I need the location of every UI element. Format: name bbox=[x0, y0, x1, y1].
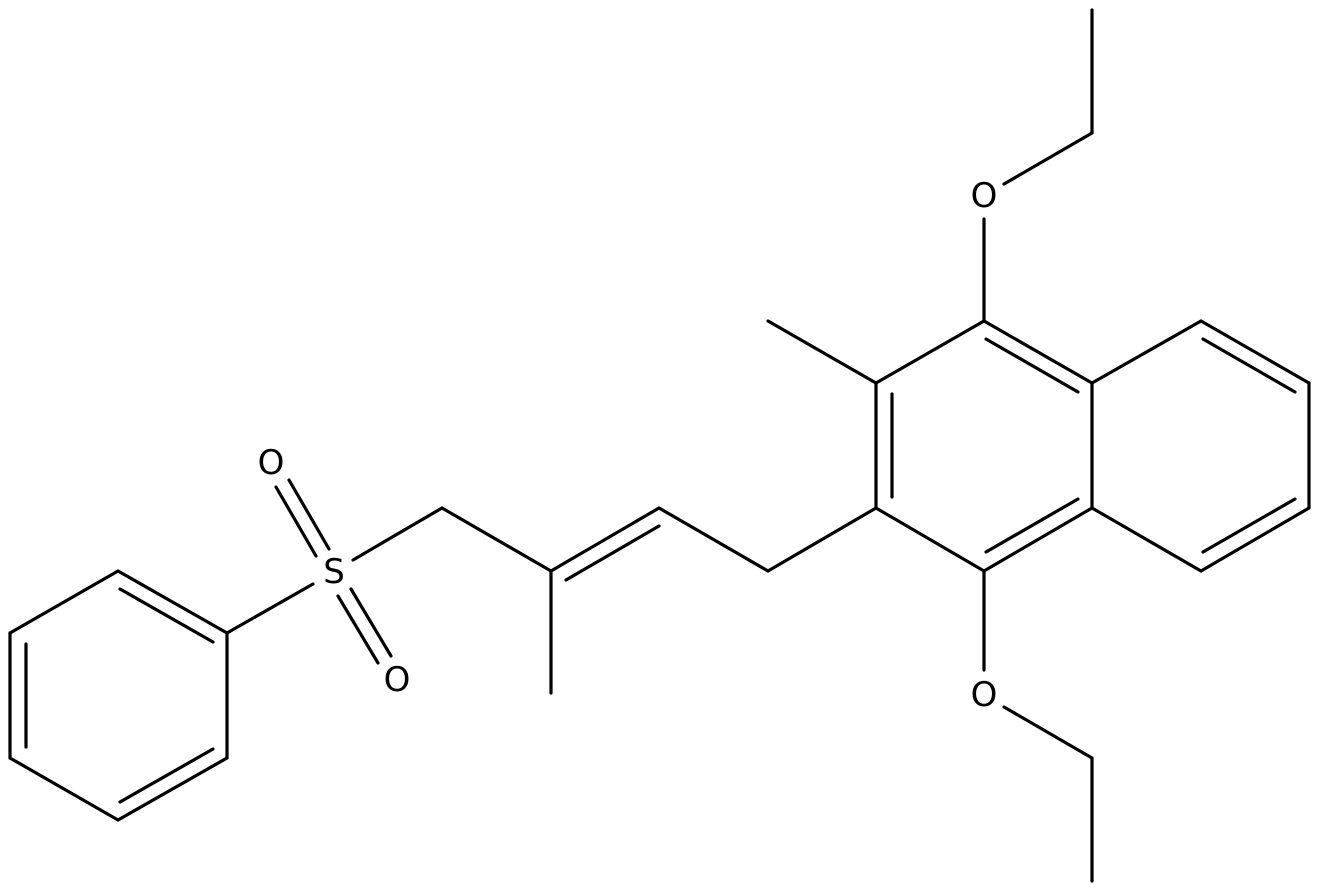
sulfonyl-oxygen-top-label: O bbox=[258, 443, 285, 483]
phenyl-double-bond-inner bbox=[118, 587, 215, 644]
ethoxy-top: O bbox=[971, 8, 1094, 323]
sulfur-atom-label: S bbox=[323, 552, 345, 592]
ring-bond bbox=[982, 319, 1094, 385]
phenyl-bond bbox=[8, 569, 120, 635]
ether-oxygen-top-label: O bbox=[971, 176, 998, 216]
chain-bond bbox=[657, 506, 770, 573]
s-o-double-bond-bottom-b bbox=[349, 587, 393, 658]
phenyl-bond bbox=[116, 569, 229, 635]
ethoxy-bottom: O bbox=[971, 569, 1094, 883]
phenyl-sulfur-bond bbox=[225, 582, 315, 635]
oxygen-ethyl-bond bbox=[1002, 131, 1094, 186]
ring-double-bond-inner bbox=[1201, 497, 1297, 554]
ring-bond bbox=[874, 319, 986, 385]
s-o-double-bond-bottom-a bbox=[336, 594, 380, 665]
ring-bond bbox=[874, 506, 986, 573]
sulfonyl-oxygen-bottom-label: O bbox=[384, 660, 411, 700]
ring-double-bond-inner bbox=[984, 337, 1080, 394]
chain-to-naphthalene-bond bbox=[766, 506, 878, 573]
phenyl-bond bbox=[8, 756, 120, 822]
ring-methyl-bond bbox=[766, 319, 878, 385]
chain-double-bond-inner bbox=[564, 524, 661, 582]
ring-double-bond-inner bbox=[1201, 337, 1297, 394]
s-o-double-bond-top-a bbox=[274, 485, 318, 558]
s-o-double-bond-top-b bbox=[287, 478, 331, 551]
ring-bond bbox=[982, 506, 1094, 573]
ring-bond bbox=[1090, 319, 1203, 385]
phenyl-bond bbox=[116, 756, 229, 822]
chain-double-bond-outer bbox=[549, 506, 661, 573]
ring-bond bbox=[1090, 506, 1203, 573]
ring-bond bbox=[1199, 319, 1311, 385]
phenyl-ring bbox=[8, 569, 229, 822]
phenyl-double-bond-inner bbox=[118, 747, 215, 804]
oxygen-ethyl-bond bbox=[1002, 705, 1094, 760]
chain-bond bbox=[440, 506, 553, 573]
sulfonyl-group: S O O bbox=[225, 443, 444, 700]
naphthalene-core bbox=[766, 319, 1311, 573]
butenyl-chain bbox=[440, 506, 878, 695]
sulfur-ch2-bond bbox=[351, 506, 444, 562]
ether-oxygen-bottom-label: O bbox=[971, 675, 998, 715]
ring-bond bbox=[1199, 506, 1311, 573]
ring-double-bond-inner bbox=[984, 497, 1080, 554]
